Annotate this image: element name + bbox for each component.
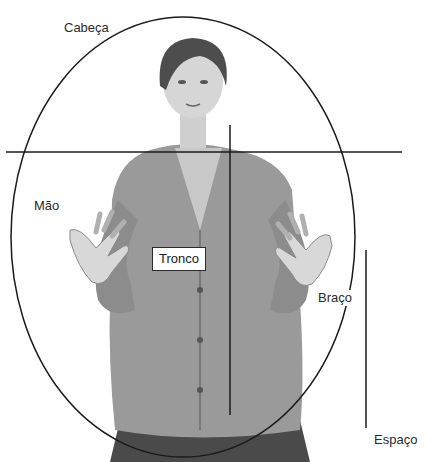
space-label: Espaço — [372, 432, 419, 448]
part-box: Tronco — [152, 247, 206, 271]
space-line — [365, 250, 367, 428]
part-name: Tronco — [159, 251, 199, 267]
arm-label: Braço — [316, 290, 354, 306]
trunk-line — [229, 125, 231, 415]
signing-space-ellipse — [11, 17, 355, 457]
head-line — [6, 151, 402, 153]
hand-label: Mão — [32, 198, 61, 214]
head-label: Cabeça — [62, 20, 111, 36]
